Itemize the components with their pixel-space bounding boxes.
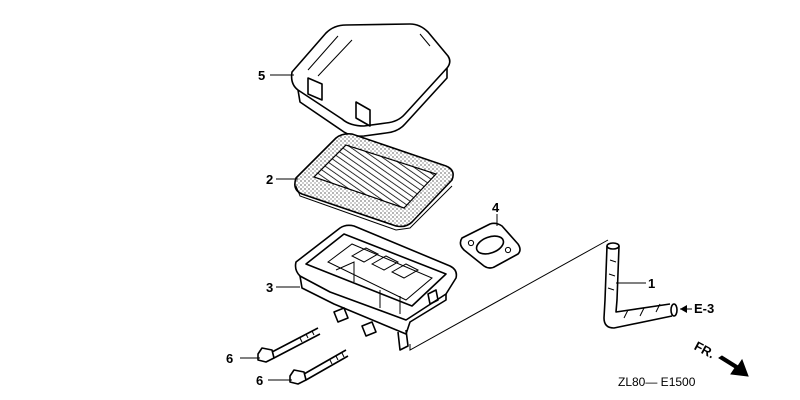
drawing-code: ZL80— E1500 [618,375,696,389]
cross-reference-arrow [680,305,692,313]
filter-element [294,133,454,231]
callout-part-3: 3 [266,280,273,295]
callout-part-6-upper: 6 [226,351,233,366]
gasket [459,222,521,269]
leader-lines [240,74,646,381]
callout-part-2: 2 [266,172,273,187]
air-cleaner-cover [290,23,451,137]
callout-part-6-lower: 6 [256,373,263,388]
breather-tube [603,242,678,329]
bolt-upper [257,327,321,363]
callout-part-5: 5 [258,68,265,83]
front-marker-label: FR. [692,338,718,361]
callout-part-4: 4 [492,200,500,215]
assembly-guide-line [409,239,609,351]
bolt-lower [289,349,349,385]
air-cleaner-case [294,224,458,351]
cross-reference-label: E-3 [694,301,714,316]
front-direction-arrow [718,355,749,377]
callout-part-1: 1 [648,276,655,291]
